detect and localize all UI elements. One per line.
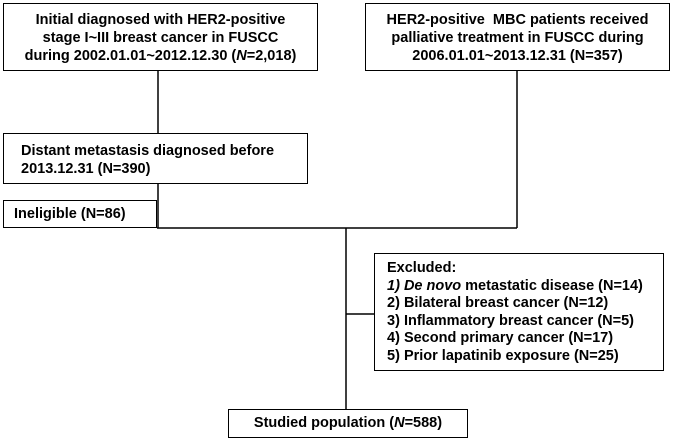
excluded-item-4: 4) Second primary cancer (N=17) <box>387 330 663 348</box>
excluded-title: Excluded: <box>387 260 457 276</box>
initial-line-1: Initial diagnosed with HER2-positive <box>35 12 286 28</box>
excluded-item-4-number: 4) <box>387 330 400 346</box>
ineligible-box: Ineligible (N=86) <box>3 200 157 228</box>
distant-line-2-date: 2013.12.31 <box>21 161 94 177</box>
excluded-item-5-text: Prior lapatinib exposure (N=25) <box>403 347 619 364</box>
excluded-item-3-number: 3) <box>387 312 400 329</box>
initial-count-n: N <box>236 48 247 64</box>
excluded-item-1: 1) De novo metastatic disease (N=14) <box>387 278 663 296</box>
excluded-item-1-text: metastatic disease (N=14) <box>461 277 643 294</box>
initial-diagnosed-box: Initial diagnosed with HER2-positive sta… <box>3 3 318 71</box>
distant-count: (N=390) <box>97 161 151 177</box>
mbc-patients-box: HER2-positive MBC patients received pall… <box>365 3 670 71</box>
initial-line-3: during 2002.01.01~2012.12.30 (N=2,018) <box>4 47 317 65</box>
excluded-item-2-number: 2) <box>387 295 400 311</box>
initial-line-2: stage I~III breast cancer in FUSCC <box>42 30 279 46</box>
studied-line: Studied population (N=588) <box>229 414 467 432</box>
excluded-item-5-number: 5) <box>387 347 400 364</box>
distant-line-1: Distant metastasis diagnosed before <box>21 143 275 159</box>
studied-count-n: N <box>394 415 405 431</box>
mbc-line-3: 2006.01.01~2013.12.31 (N=357) <box>366 47 669 65</box>
excluded-item-5: 5) Prior lapatinib exposure (N=25) <box>387 348 663 366</box>
studied-label: Studied population <box>253 415 386 431</box>
studied-count-value: =588) <box>404 415 443 431</box>
initial-line-3-date: during 2002.01.01~2012.12.30 <box>24 48 228 64</box>
excluded-item-4-text: Second primary cancer (N=17) <box>403 330 614 346</box>
mbc-line-1: HER2-positive MBC patients received <box>386 12 649 28</box>
mbc-count: (N=357) <box>569 48 623 64</box>
studied-count-prefix: ( <box>389 415 395 431</box>
excluded-item-1-number: 1) <box>387 277 400 294</box>
initial-count-value: =2,018) <box>246 48 297 64</box>
studied-population-box: Studied population (N=588) <box>228 409 468 438</box>
excluded-item-2: 2) Bilateral breast cancer (N=12) <box>387 295 663 313</box>
excluded-item-3-text: Inflammatory breast cancer (N=5) <box>403 312 635 329</box>
distant-metastasis-box: Distant metastasis diagnosed before 2013… <box>3 133 308 184</box>
excluded-item-2-text: Bilateral breast cancer (N=12) <box>403 295 609 311</box>
excluded-item-3: 3) Inflammatory breast cancer (N=5) <box>387 313 663 331</box>
distant-line-2: 2013.12.31 (N=390) <box>21 160 307 178</box>
mbc-line-2: palliative treatment in FUSCC during <box>391 30 644 46</box>
excluded-item-1-italic: De novo <box>403 277 462 294</box>
ineligible-label: Ineligible (N=86) <box>14 206 126 222</box>
mbc-line-3-date: 2006.01.01~2013.12.31 <box>412 48 566 64</box>
excluded-box: Excluded: 1) De novo metastatic disease … <box>374 253 664 371</box>
initial-count-prefix: ( <box>231 48 237 64</box>
